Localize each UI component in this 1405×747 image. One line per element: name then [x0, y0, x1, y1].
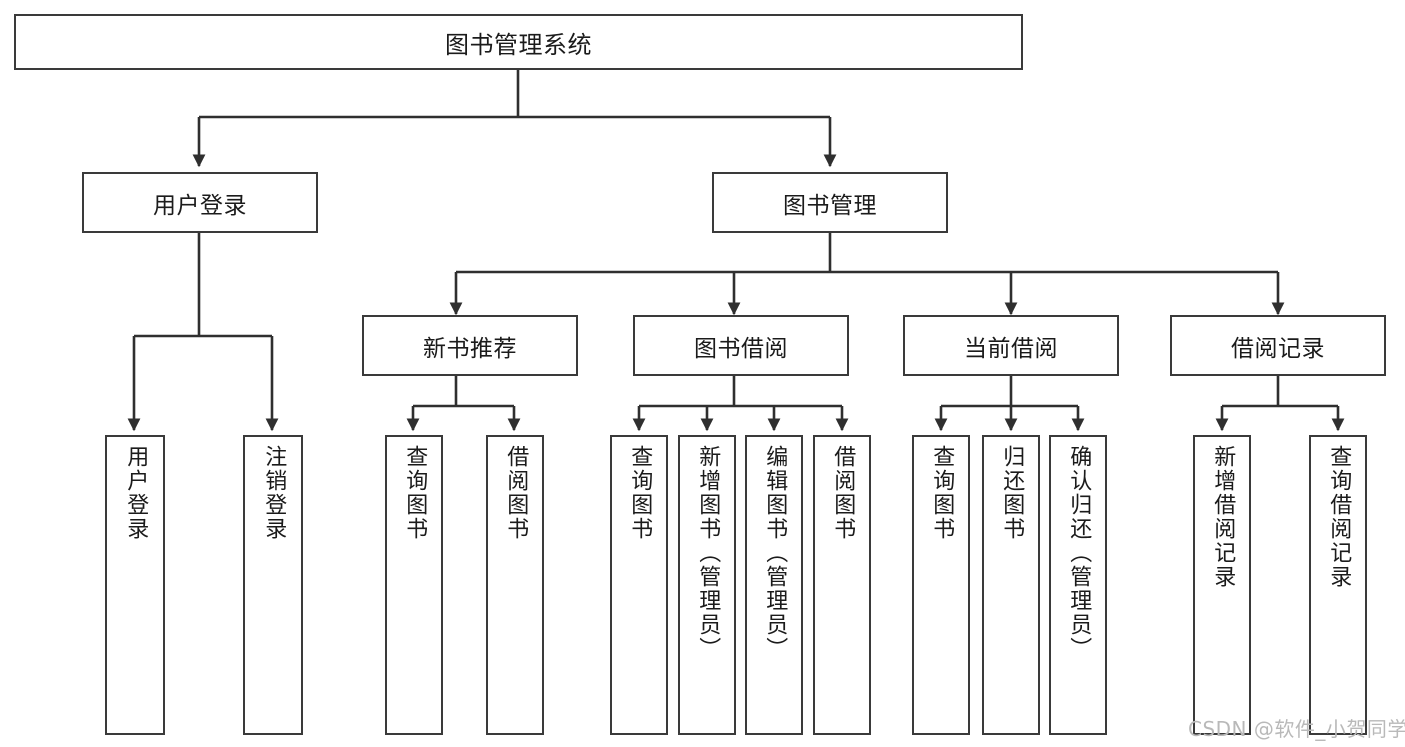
node-leaf-return-book-label: 归还图书	[999, 445, 1025, 541]
node-leaf-query-book-3-label: 查询图书	[929, 445, 955, 541]
node-book-management-label: 图书管理	[783, 192, 877, 219]
node-leaf-logout-login-label: 注销登录	[261, 445, 287, 541]
csdn-watermark: CSDN @软件_小贺同学	[1188, 717, 1405, 741]
node-leaf-add-record-label: 新增借阅记录	[1210, 445, 1236, 589]
node-root-label: 图书管理系统	[445, 30, 592, 59]
node-leaf-add-book[interactable]: 新增图书（管理员）	[678, 435, 736, 735]
node-leaf-query-book-2[interactable]: 查询图书	[610, 435, 668, 735]
node-leaf-query-book-3[interactable]: 查询图书	[912, 435, 970, 735]
node-current-borrow-label: 当前借阅	[964, 335, 1058, 362]
node-borrow-record[interactable]: 借阅记录	[1170, 315, 1386, 376]
node-new-book-recommend-label: 新书推荐	[423, 335, 517, 362]
node-user-login-label: 用户登录	[153, 192, 247, 219]
node-leaf-query-book-2-label: 查询图书	[627, 445, 653, 541]
node-new-book-recommend[interactable]: 新书推荐	[362, 315, 578, 376]
node-leaf-borrow-book-1[interactable]: 借阅图书	[486, 435, 544, 735]
node-book-borrow[interactable]: 图书借阅	[633, 315, 849, 376]
node-leaf-confirm-return[interactable]: 确认归还（管理员）	[1049, 435, 1107, 735]
node-leaf-query-book-1[interactable]: 查询图书	[385, 435, 443, 735]
node-leaf-edit-book[interactable]: 编辑图书（管理员）	[745, 435, 803, 735]
node-leaf-add-book-label: 新增图书（管理员）	[695, 445, 721, 661]
node-leaf-confirm-return-label: 确认归还（管理员）	[1066, 445, 1092, 661]
node-borrow-record-label: 借阅记录	[1231, 335, 1325, 362]
node-user-login[interactable]: 用户登录	[82, 172, 318, 233]
node-leaf-add-record[interactable]: 新增借阅记录	[1193, 435, 1251, 735]
node-leaf-query-record[interactable]: 查询借阅记录	[1309, 435, 1367, 735]
node-leaf-logout-login[interactable]: 注销登录	[243, 435, 303, 735]
node-current-borrow[interactable]: 当前借阅	[903, 315, 1119, 376]
node-leaf-query-book-1-label: 查询图书	[402, 445, 428, 541]
node-leaf-user-login[interactable]: 用户登录	[105, 435, 165, 735]
node-leaf-edit-book-label: 编辑图书（管理员）	[762, 445, 788, 661]
node-leaf-borrow-book-2[interactable]: 借阅图书	[813, 435, 871, 735]
node-leaf-return-book[interactable]: 归还图书	[982, 435, 1040, 735]
node-book-borrow-label: 图书借阅	[694, 335, 788, 362]
node-root[interactable]: 图书管理系统	[14, 14, 1023, 70]
node-leaf-borrow-book-1-label: 借阅图书	[503, 445, 529, 541]
node-leaf-query-record-label: 查询借阅记录	[1326, 445, 1352, 589]
node-leaf-borrow-book-2-label: 借阅图书	[830, 445, 856, 541]
node-leaf-user-login-label: 用户登录	[123, 445, 149, 541]
node-book-management[interactable]: 图书管理	[712, 172, 948, 233]
